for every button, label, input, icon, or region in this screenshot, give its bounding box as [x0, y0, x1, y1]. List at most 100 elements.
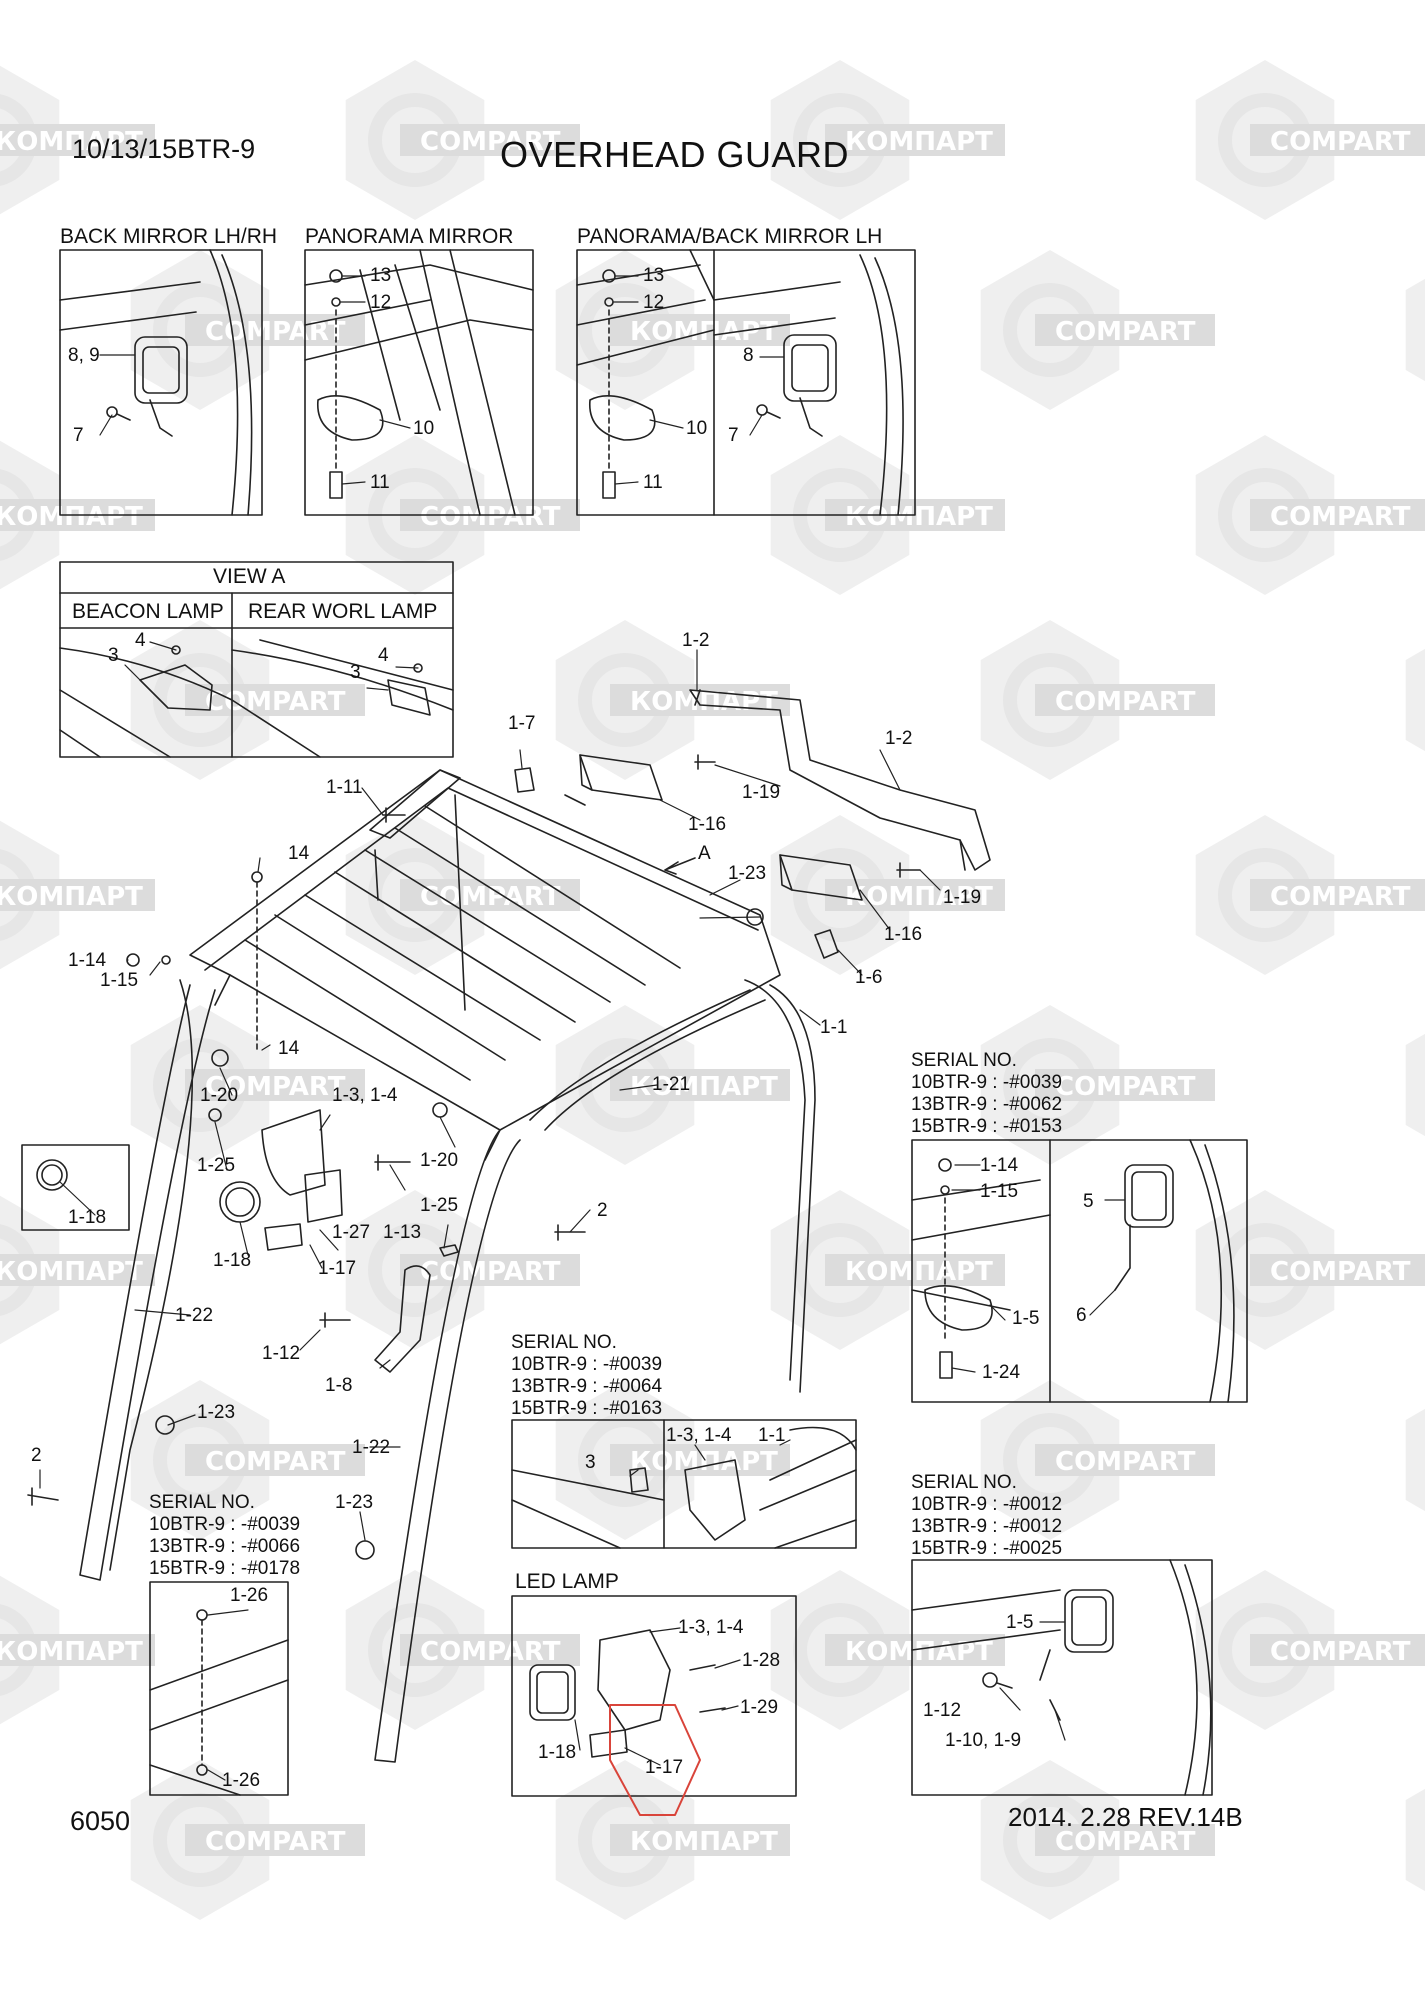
callout-2: 2 [597, 1200, 608, 1221]
callout-1-20: 1-20 [420, 1150, 459, 1171]
callout-13: 13 [643, 265, 665, 286]
watermark-tile: COMPART [1195, 1570, 1425, 1730]
callout-1-25: 1-25 [197, 1155, 236, 1176]
watermark-tile: КОМПАРТ [770, 60, 1005, 220]
svg-text:КОМПАРТ: КОМПАРТ [0, 127, 143, 157]
view-a-arrow [664, 857, 696, 875]
panorama-back-mirror-panel [576, 249, 916, 516]
led-lamp-panel [511, 1595, 797, 1797]
svg-text:COMPART: COMPART [1055, 1072, 1196, 1102]
callout-4: 4 [135, 630, 146, 651]
rear-lamp-bracket [689, 689, 991, 871]
svg-text:КОМПАРТ: КОМПАРТ [0, 1257, 143, 1287]
svg-text:КОМПАРТ: КОМПАРТ [845, 127, 993, 157]
view-a-drawing [59, 639, 454, 758]
callout-1-1: 1-1 [820, 1017, 848, 1038]
callout-1-8: 1-8 [325, 1375, 353, 1396]
callout-1-5: 1-5 [1006, 1612, 1034, 1633]
callout-11: 11 [370, 472, 390, 493]
callout-6: 6 [1076, 1305, 1087, 1326]
led-lamp-drawing [529, 1629, 726, 1758]
watermark-tile: КОМПАРТ [1405, 1033, 1425, 1137]
watermark-tile: КОМПАРТ [1405, 1408, 1425, 1512]
callout-1-6: 1-6 [855, 967, 883, 988]
svg-text:КОМПАРТ: КОМПАРТ [845, 502, 993, 532]
callout-1-12: 1-12 [262, 1343, 301, 1364]
watermark-tile: COMPART [980, 1760, 1215, 1920]
serial-block-left-bottom: SERIAL NO. 10BTR-9 : -#0039 13BTR-9 : -#… [149, 1492, 301, 1579]
watermark-tile: КОМПАРТ [0, 820, 155, 970]
callout-11: 11 [643, 472, 663, 493]
back-mirror-heading: BACK MIRROR LH/RH [60, 225, 278, 248]
callout-1-13: 1-13 [383, 1222, 422, 1243]
callout-1-19: 1-19 [742, 782, 781, 803]
svg-text:COMPART: COMPART [1055, 1447, 1196, 1477]
center-inset-drawing [511, 1426, 857, 1549]
callout-7: 7 [73, 425, 84, 446]
callout-12: 12 [370, 292, 392, 313]
center-serial-panel [511, 1419, 857, 1549]
serial-block-center: SERIAL NO. 10BTR-9 : -#0039 13BTR-9 : -#… [511, 1332, 663, 1419]
svg-text:COMPART: COMPART [420, 502, 561, 532]
callout-1-2: 1-2 [885, 728, 913, 749]
callout-1-1: 1-1 [758, 1425, 786, 1446]
callout-7: 7 [728, 425, 739, 446]
callout-1-18: 1-18 [538, 1742, 577, 1763]
watermark-tile: COMPART [130, 1005, 365, 1165]
callout-1-18: 1-18 [68, 1207, 107, 1228]
left-lamp-inset [21, 1144, 130, 1231]
callout-4: 4 [378, 645, 389, 666]
callout-1-23: 1-23 [335, 1492, 374, 1513]
view-a-heading: VIEW A [213, 565, 286, 588]
callout-10: 10 [413, 418, 435, 439]
watermark-tile: COMPART [130, 1380, 365, 1540]
callout-1-16: 1-16 [688, 814, 727, 835]
callout-view-a: A [698, 843, 711, 864]
page-number: 6050 [70, 1806, 131, 1836]
rear-work-lamp-upper [564, 754, 663, 806]
watermark-tile: COMPART [130, 1760, 365, 1920]
right-top-serial-panel [911, 1139, 1248, 1403]
back-mirror-panel [59, 249, 263, 516]
callout-1-14: 1-14 [980, 1155, 1019, 1176]
watermark-tile: КОМПАРТ [1405, 648, 1425, 752]
svg-text:COMPART: COMPART [1270, 882, 1411, 912]
callout-1-3-1-4: 1-3, 1-4 [332, 1085, 398, 1106]
watermark-tile: COMPART [1195, 815, 1425, 975]
svg-text:COMPART: COMPART [1270, 1637, 1411, 1667]
callout-1-14: 1-14 [68, 950, 107, 971]
svg-text:КОМПАРТ: КОМПАРТ [630, 1827, 778, 1857]
svg-text:COMPART: COMPART [1270, 1257, 1411, 1287]
watermark-tile: COMPART [980, 1380, 1215, 1540]
svg-text:COMPART: COMPART [420, 1637, 561, 1667]
callout-14: 14 [288, 843, 310, 864]
callout-1-3-1-4: 1-3, 1-4 [678, 1617, 744, 1638]
left-bottom-inset-drawing [149, 1609, 289, 1796]
svg-text:КОМПАРТ: КОМПАРТ [0, 1637, 143, 1667]
led-lamp-heading: LED LAMP [515, 1570, 619, 1593]
right-bottom-inset-drawing [911, 1559, 1212, 1796]
callout-10: 10 [686, 418, 708, 439]
view-a-panel [59, 561, 454, 758]
leader-lines [39, 275, 1126, 1781]
watermark-tile: COMPART [1195, 60, 1425, 220]
panorama-back-mirror-heading: PANORAMA/BACK MIRROR LH [577, 225, 883, 248]
watermark-tile: COMPART [980, 620, 1215, 780]
watermark-tile: COMPART [345, 60, 580, 220]
svg-text:COMPART: COMPART [205, 1447, 346, 1477]
callout-1-23: 1-23 [728, 863, 767, 884]
svg-text:COMPART: COMPART [1055, 687, 1196, 717]
callout-3: 3 [108, 645, 119, 666]
callout-1-26: 1-26 [230, 1585, 269, 1606]
callout-5: 5 [1083, 1191, 1094, 1212]
callout-13: 13 [370, 265, 392, 286]
rear-work-lamp-heading: REAR WORL LAMP [248, 600, 438, 623]
svg-text:COMPART: COMPART [1270, 502, 1411, 532]
serial-block-right-bottom: SERIAL NO. 10BTR-9 : -#0012 13BTR-9 : -#… [911, 1472, 1063, 1559]
callout-1-22: 1-22 [175, 1305, 214, 1326]
watermark-tile: COMPART [980, 1005, 1215, 1165]
watermark-tile: КОМПАРТ [0, 65, 155, 215]
callout-1-7: 1-7 [508, 713, 536, 734]
beacon-lamp-heading: BEACON LAMP [72, 600, 224, 623]
watermark-tile: КОМПАРТ [555, 250, 790, 410]
